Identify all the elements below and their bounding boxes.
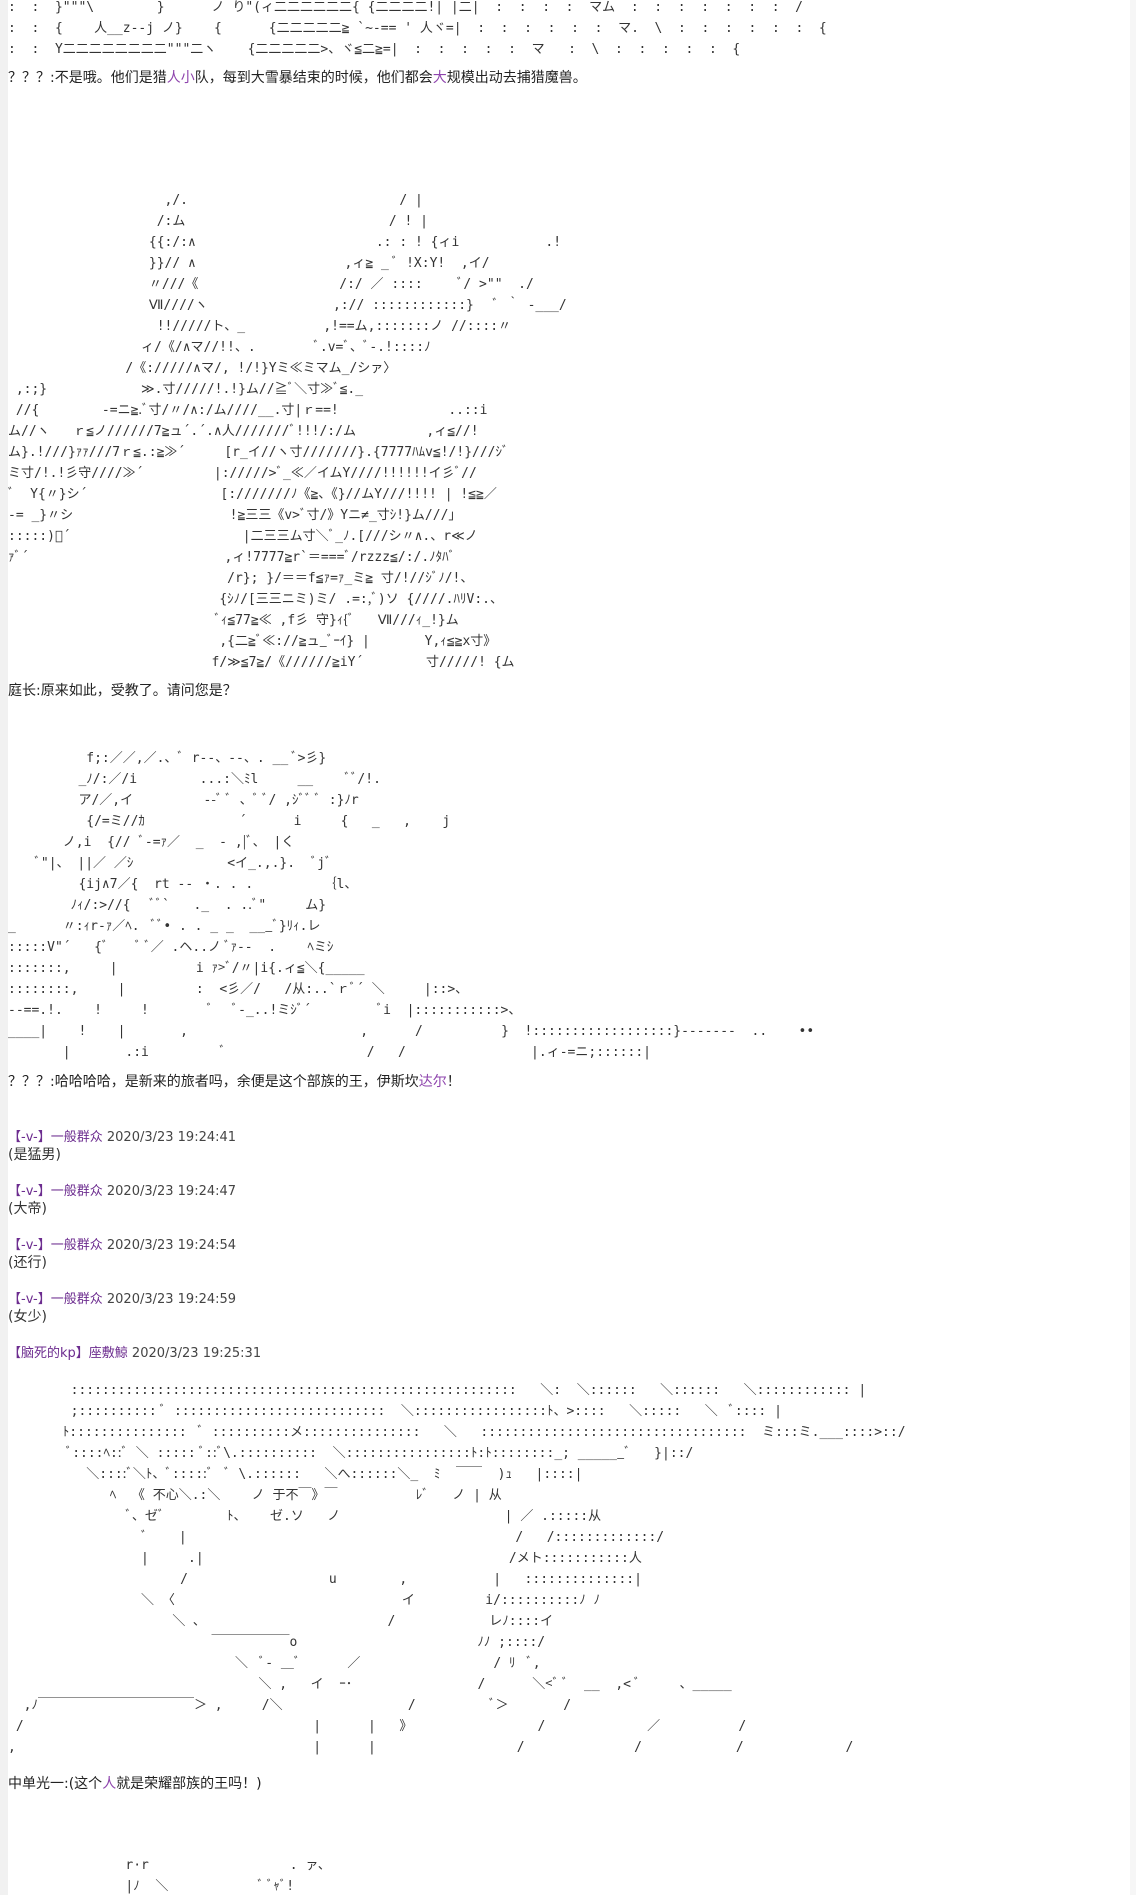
post-header: 【-v-】一般群众 2020/3/23 19:24:41 <box>8 1130 237 1145</box>
ascii-art-bottom: r·r . ァ、 |ﾉ ＼ ﾞ ﾞｬﾞ! <box>125 1858 331 1894</box>
post-header: 【脑死的kp】座敷鯨 2020/3/23 19:25:31 <box>8 1346 262 1361</box>
post-header: 【-v-】一般群众 2020/3/23 19:24:54 <box>8 1238 237 1253</box>
left-margin-strip <box>0 0 8 1895</box>
post-body: (还行) <box>8 1255 47 1271</box>
dialogue-line-4: 中单光一:(这个人就是荣耀部族的王吗！) <box>8 1776 262 1792</box>
right-margin-strip <box>1130 0 1136 1895</box>
post-body: (女少) <box>8 1309 47 1325</box>
dialogue-line-1: ？？？:不是哦。他们是猎人小队，每到大雪暴结束的时候，他们都会大规模出动去捕猎魔… <box>8 70 587 86</box>
ascii-art-unit: ::::::::::::::::::::::::::::::::::::::::… <box>8 1383 906 1755</box>
post-header: 【-v-】一般群众 2020/3/23 19:24:59 <box>8 1292 237 1307</box>
ascii-art-guard: ,/. / | /:ム / ! | {{:/:∧ .: : ! {ィi .! }… <box>8 193 567 670</box>
post-body: (大帝) <box>8 1201 47 1217</box>
post-body: (是猛男) <box>8 1147 61 1163</box>
ascii-art-king: f;:／／,／.、ﾞ r--、--、. __ ﾞ>彡} _ﾉ/:／/i ...:… <box>8 751 815 1060</box>
ascii-art-top: : : }"""\ } ノ り"(ィ二二二二二二{ {二二二二!| |二| : … <box>8 0 827 57</box>
dialogue-line-3: ？？？:哈哈哈哈，是新来的旅者吗，余便是这个部族的王，伊斯坎达尔！ <box>8 1074 461 1090</box>
post-header: 【-v-】一般群众 2020/3/23 19:24:47 <box>8 1184 237 1199</box>
dialogue-line-2: 庭长:原来如此，受教了。请问您是？ <box>8 683 237 699</box>
